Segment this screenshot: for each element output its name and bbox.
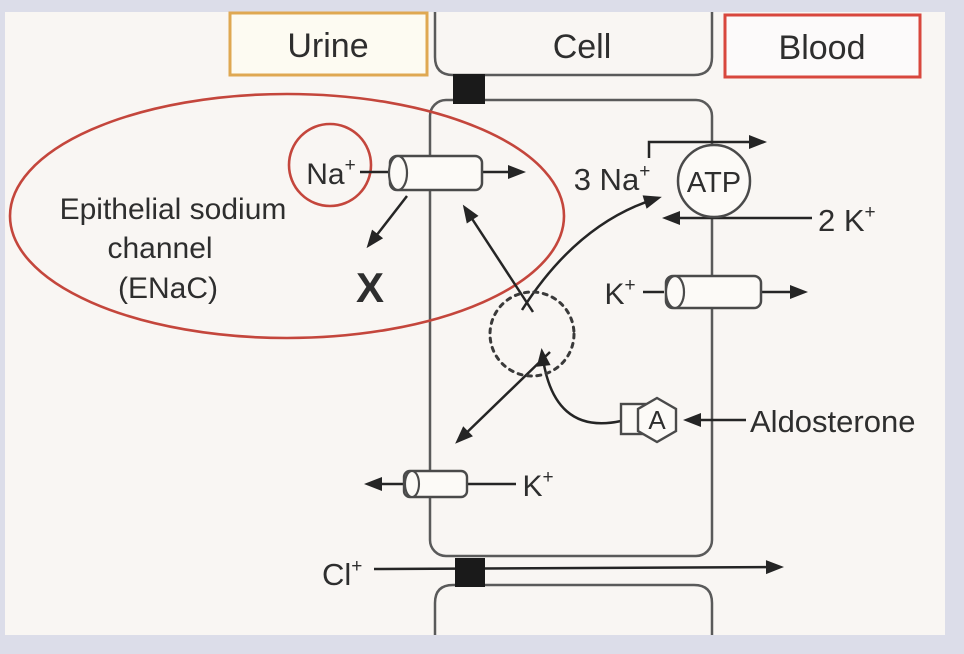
k2-base: 2 K xyxy=(818,203,865,238)
nucleus-to-pump-arrow xyxy=(520,195,662,311)
na3-sup: + xyxy=(639,161,650,182)
enac-channel xyxy=(387,154,484,192)
enac-annotation: Epithelial sodium channel (ENaC) xyxy=(60,193,287,305)
enac-annotation-line2: channel xyxy=(107,232,212,265)
cl-sup: + xyxy=(351,556,362,577)
blood-label: Blood xyxy=(779,29,866,67)
tight-junction-top xyxy=(453,74,485,104)
pump-circle xyxy=(676,143,752,219)
enac-annotation-line3: (ENaC) xyxy=(118,272,218,305)
k-apical-channel xyxy=(402,469,469,499)
aldosterone-label: Aldosterone xyxy=(750,404,915,439)
enac-degradation-arrow xyxy=(366,195,408,249)
lower-cell-outline xyxy=(433,583,714,635)
nucleus-to-enac-arrow xyxy=(462,204,535,313)
nucleus-to-k-channel-arrow xyxy=(455,351,551,444)
enac-channel-pore xyxy=(387,154,409,192)
upper-cell-outline xyxy=(433,12,714,77)
cl-base: Cl xyxy=(322,557,351,592)
na-apical-sup: + xyxy=(345,155,356,176)
k2-sup: + xyxy=(865,202,876,223)
k-apical-label: K+ xyxy=(522,467,553,503)
na3-base: 3 Na xyxy=(574,162,640,197)
cl-paracellular-arrow xyxy=(373,560,784,575)
pump-label: ATP xyxy=(687,167,741,199)
urine-label: Urine xyxy=(287,27,368,65)
blood-box xyxy=(723,13,922,79)
tight-junction-bottom xyxy=(455,558,485,587)
na-k-atpase-pump: ATP xyxy=(676,143,752,219)
blood-compartment-box: Blood xyxy=(723,13,922,79)
na-apical-base: Na xyxy=(306,158,345,191)
nucleus-dashed-circle xyxy=(488,290,576,378)
k-basolateral-label: K+ xyxy=(604,275,635,311)
cell-label: Cell xyxy=(553,28,612,66)
k-apical-base: K xyxy=(522,470,542,503)
cl-label: Cl+ xyxy=(322,556,362,592)
na3-label: 3 Na+ xyxy=(574,161,651,197)
urine-compartment-box: Urine xyxy=(228,11,429,77)
aldosterone-receptor: A xyxy=(619,396,678,444)
diagram-background xyxy=(5,12,945,635)
receptor-hexagon xyxy=(636,396,678,444)
k-basolateral-sup: + xyxy=(624,275,635,296)
k-basolateral-channel xyxy=(664,274,763,310)
na-out-arrow xyxy=(647,135,767,158)
na-highlight-circle xyxy=(287,122,373,208)
main-cell-outline xyxy=(428,98,714,558)
k-apical-sup: + xyxy=(542,467,553,488)
urine-box xyxy=(228,11,429,77)
receptor-label: A xyxy=(648,405,666,435)
blocked-x-mark: X xyxy=(356,264,384,311)
receptor-to-nucleus-arrow xyxy=(536,348,622,425)
na-apical-label: Na+ xyxy=(306,155,355,191)
k-basolateral-base: K xyxy=(604,278,624,311)
enac-highlight-ellipse xyxy=(8,92,566,340)
k-basolateral-pore xyxy=(664,274,686,310)
k2-label: 2 K+ xyxy=(818,202,876,238)
enac-annotation-line1: Epithelial sodium xyxy=(60,193,287,226)
k-apical-pore xyxy=(403,469,421,499)
